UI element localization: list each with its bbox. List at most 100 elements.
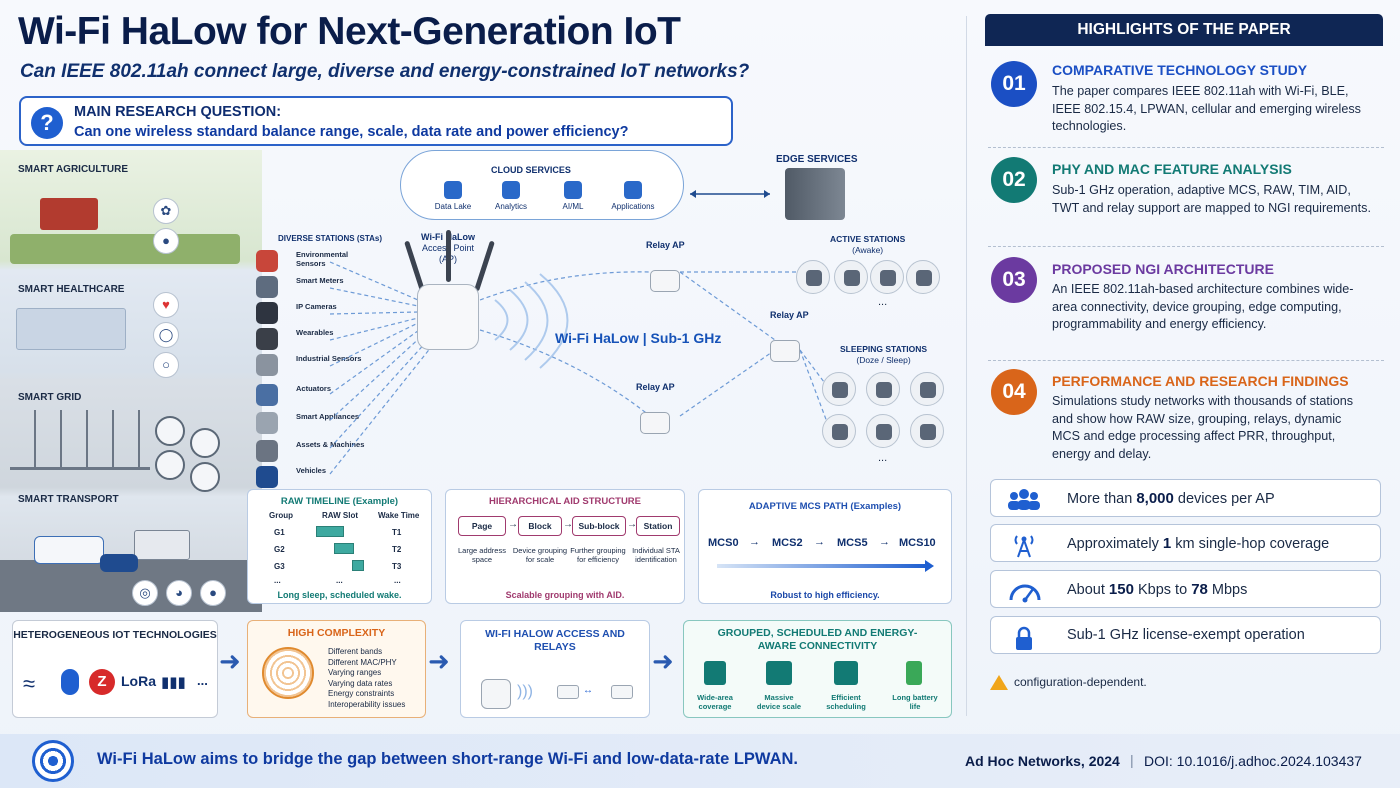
raw-header: RAW Slot: [322, 511, 358, 520]
appliance-icon: [916, 270, 932, 286]
edge-title: EDGE SERVICES: [776, 154, 858, 165]
stat-text: Approximately 1 km single-hop coverage: [1067, 535, 1330, 552]
highlight-text: The paper compares IEEE 802.11ah with Wi…: [1052, 84, 1361, 133]
question-heading: MAIN RESEARCH QUESTION:: [74, 104, 282, 120]
industrial-sensor-icon: [256, 354, 278, 376]
speedometer-icon: ◕: [166, 580, 192, 606]
antenna-icon: [446, 230, 451, 282]
device-item: IP Cameras: [250, 298, 368, 328]
mcs-footer: Robust to high efficiency.: [770, 590, 880, 600]
zigbee-icon: Z: [89, 669, 115, 695]
sector-label: SMART GRID: [18, 392, 82, 403]
raw-wake: T1: [392, 528, 402, 537]
stat-devices: More than 8,000 devices per AP: [990, 479, 1381, 517]
leaf-icon: ✿: [153, 198, 179, 224]
smoke-detector-icon: [920, 424, 936, 440]
devices-icon: [766, 661, 792, 685]
raw-title: RAW TIMELINE (Example): [280, 496, 399, 507]
bluetooth-icon: [61, 669, 79, 695]
sensor-icon: ○: [153, 352, 179, 378]
mcs-step: MCS10: [899, 537, 936, 549]
battery-icon: [906, 661, 922, 685]
active-station: [796, 260, 830, 294]
cloud-item: AI/ML: [543, 181, 603, 211]
appliance-icon: [256, 412, 278, 434]
raw-wake: ...: [394, 576, 401, 585]
ellipsis: ...: [878, 296, 888, 308]
lora-icon: LoRa: [121, 673, 156, 689]
meter-icon: [190, 462, 220, 492]
aid-desc: Large address space: [458, 546, 506, 564]
raw-slot-bar: [333, 543, 354, 554]
sector-label: SMART AGRICULTURE: [18, 164, 128, 175]
sleeping-station: [866, 414, 900, 448]
actuator-icon: [256, 384, 278, 406]
heart-icon: ♥: [153, 292, 179, 318]
complexity-item: Different bands: [328, 647, 383, 656]
relay-ap-icon: [640, 412, 670, 434]
aid-level: Block: [518, 516, 562, 536]
grouped-card: GROUPED, SCHEDULED AND ENERGY-AWARE CONN…: [683, 620, 952, 718]
device-item: Smart Meters: [250, 272, 368, 302]
grouped-title: GROUPED, SCHEDULED AND ENERGY-AWARE CONN…: [717, 627, 918, 652]
sector-label: SMART HEALTHCARE: [18, 284, 125, 295]
arrowhead-icon: [925, 560, 934, 572]
page-subtitle: Can IEEE 802.11ah connect large, diverse…: [20, 61, 750, 82]
grouped-item: Wide-area coverage: [697, 693, 733, 711]
grouped-item: Massive device scale: [756, 693, 802, 711]
mcs-step: MCS5: [837, 537, 868, 549]
cloud-item: Analytics: [481, 181, 541, 211]
highlight-text: An IEEE 802.11ah-based architecture comb…: [1052, 282, 1354, 331]
cellular-icon: ▮▮▮: [161, 674, 186, 691]
sector-label: SMART TRANSPORT: [18, 494, 119, 505]
aid-level: Station: [636, 516, 680, 536]
raw-timeline-card: RAW TIMELINE (Example) Group RAW Slot Wa…: [247, 489, 432, 604]
wifi-icon: ≈: [23, 671, 36, 696]
camera-icon: [256, 302, 278, 324]
mcs-gradient-bar: [717, 564, 927, 568]
aid-desc: Further grouping for efficiency: [570, 546, 626, 564]
cloud-services-box: CLOUD SERVICES Data Lake Analytics AI/ML…: [400, 150, 684, 220]
aid-structure-card: HIERARCHICAL AID STRUCTURE Page → Block …: [445, 489, 685, 604]
separator: |: [1130, 752, 1134, 768]
mcs-title: ADAPTIVE MCS PATH (Examples): [748, 501, 902, 512]
meter-icon: [876, 382, 892, 398]
raw-header: Group: [269, 511, 293, 520]
active-station: [906, 260, 940, 294]
signal-waves-icon: ))): [517, 683, 533, 700]
ai-icon: [564, 181, 582, 199]
active-stations-title: ACTIVE STATIONS(Awake): [830, 234, 906, 255]
sleeping-station: [822, 414, 856, 448]
meter-icon: [844, 270, 860, 286]
divider: [988, 360, 1384, 361]
smart-meter-icon: [256, 276, 278, 298]
raw-slot-bar: [316, 526, 344, 537]
applications-icon: [624, 181, 642, 199]
stat-text: Sub-1 GHz license-exempt operation: [1067, 627, 1305, 643]
wearable-icon: [876, 424, 892, 440]
bus-icon: [34, 536, 104, 564]
arrow-icon: →: [879, 536, 890, 548]
highlight-number: 01: [991, 61, 1037, 107]
relay-label: Relay AP: [636, 382, 675, 392]
cloud-item: Applications: [603, 181, 663, 211]
question-text: Can one wireless standard balance range,…: [74, 124, 629, 140]
footnote: configuration-dependent.: [990, 675, 1147, 691]
page-title: Wi-Fi HaLow for Next-Generation IoT: [18, 10, 681, 53]
halow-relays-title: WI-FI HALOW ACCESS AND RELAYS: [485, 628, 625, 653]
device-item: Wearables: [250, 324, 368, 354]
diverse-stations-title: DIVERSE STATIONS (STAs): [278, 234, 383, 243]
relay-ap-icon: [650, 270, 680, 292]
access-point-icon: [417, 284, 479, 350]
raw-group: G3: [274, 562, 285, 571]
journal-name: Ad Hoc Networks, 2024: [965, 753, 1120, 769]
raw-group: ...: [274, 576, 281, 585]
arrow-icon: →: [627, 519, 637, 530]
aid-desc: Device grouping for scale: [512, 546, 568, 564]
flow-arrow-icon: ➜: [219, 646, 241, 676]
highlight-title: COMPARATIVE TECHNOLOGY STUDY: [1052, 62, 1308, 78]
relay-ap-icon: [770, 340, 800, 362]
raw-group: G1: [274, 528, 285, 537]
wearable-icon: [256, 328, 278, 350]
mcs-step: MCS2: [772, 537, 803, 549]
